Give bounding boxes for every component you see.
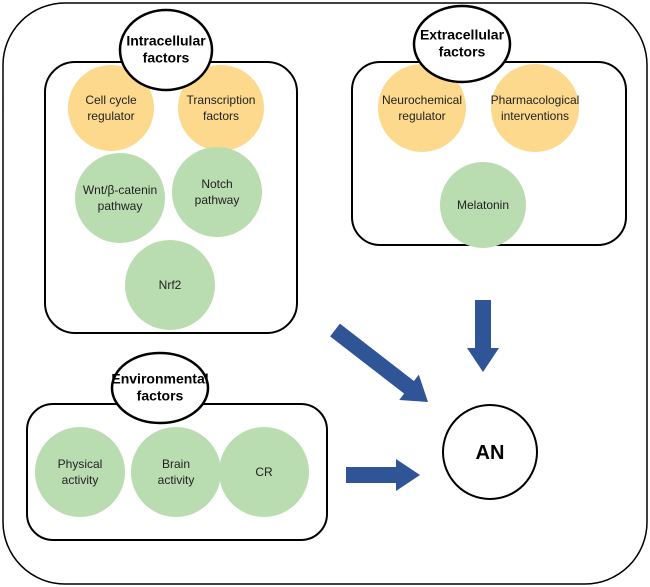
arrow-extracellular-to-an	[467, 300, 499, 372]
node-label-line: regulator	[87, 109, 134, 123]
pathway-circle	[131, 427, 221, 517]
node-label-line: factors	[137, 388, 184, 404]
intracellular-node: Cell cycle regulator	[68, 65, 154, 151]
arrow-intracellular-to-an	[330, 323, 428, 402]
node-label-line: Wnt/β-catenin	[83, 183, 157, 197]
node-label-line: factors	[439, 44, 486, 60]
node-label-line: Intracellular	[126, 33, 206, 49]
title-ellipse	[118, 8, 214, 92]
intracellular-node: Wnt/β-catenin pathway	[75, 153, 165, 243]
an-label: AN	[476, 442, 505, 464]
node-label-line: Neurochemical	[382, 93, 462, 107]
arrow-environmental-to-an	[346, 459, 420, 491]
extracellular-node: Melatonin	[440, 162, 526, 248]
node-label-line: Melatonin	[457, 198, 509, 212]
node-label-line: Brain	[162, 457, 190, 471]
regulator-circle	[178, 65, 264, 151]
node-label-line: Environmental	[111, 371, 208, 387]
pathway-circle	[75, 153, 165, 243]
regulator-circle	[68, 65, 154, 151]
node-label-line: activity	[158, 473, 195, 487]
extracellular-node: Pharmacological interventions	[491, 64, 580, 152]
node-label-line: pathway	[98, 199, 143, 213]
node-label-line: pathway	[195, 193, 240, 207]
node-label-line: regulator	[398, 109, 445, 123]
node-label-line: CR	[255, 465, 273, 479]
node-label-line: Cell cycle	[85, 93, 137, 107]
intracellular-node: Notch pathway	[172, 147, 262, 237]
arrows	[330, 300, 499, 491]
node-label-line: Transcription	[187, 93, 256, 107]
extracellular-node: Neurochemical regulator	[378, 64, 466, 152]
regulator-circle	[378, 64, 466, 152]
an-circle	[442, 404, 538, 500]
node-label-line: interventions	[501, 109, 569, 123]
pathway-circle	[440, 162, 526, 248]
title-ellipse	[110, 351, 210, 425]
node-label-line: factors	[203, 109, 239, 123]
title-ellipse	[412, 4, 512, 84]
pathway-circle	[172, 147, 262, 237]
pathway-circle	[35, 427, 125, 517]
node-label-line: activity	[62, 473, 99, 487]
node-label-line: Pharmacological	[491, 93, 580, 107]
intracellular-node: Nrf2	[125, 240, 215, 330]
node-label-line: Nrf2	[159, 278, 182, 292]
environmental-node: Brain activity	[131, 427, 221, 517]
node-label-line: Extracellular	[420, 27, 505, 43]
environmental-node: Physical activity	[35, 427, 125, 517]
node-label-line: Notch	[201, 177, 232, 191]
node-label-line: factors	[143, 50, 190, 66]
node-label-line: Physical	[58, 457, 103, 471]
pathway-circle	[125, 240, 215, 330]
an-node: AN	[442, 404, 538, 500]
regulator-circle	[491, 64, 579, 152]
pathway-circle	[219, 427, 309, 517]
environmental-node: CR	[219, 427, 309, 517]
intracellular-node: Transcription factors	[178, 65, 264, 151]
